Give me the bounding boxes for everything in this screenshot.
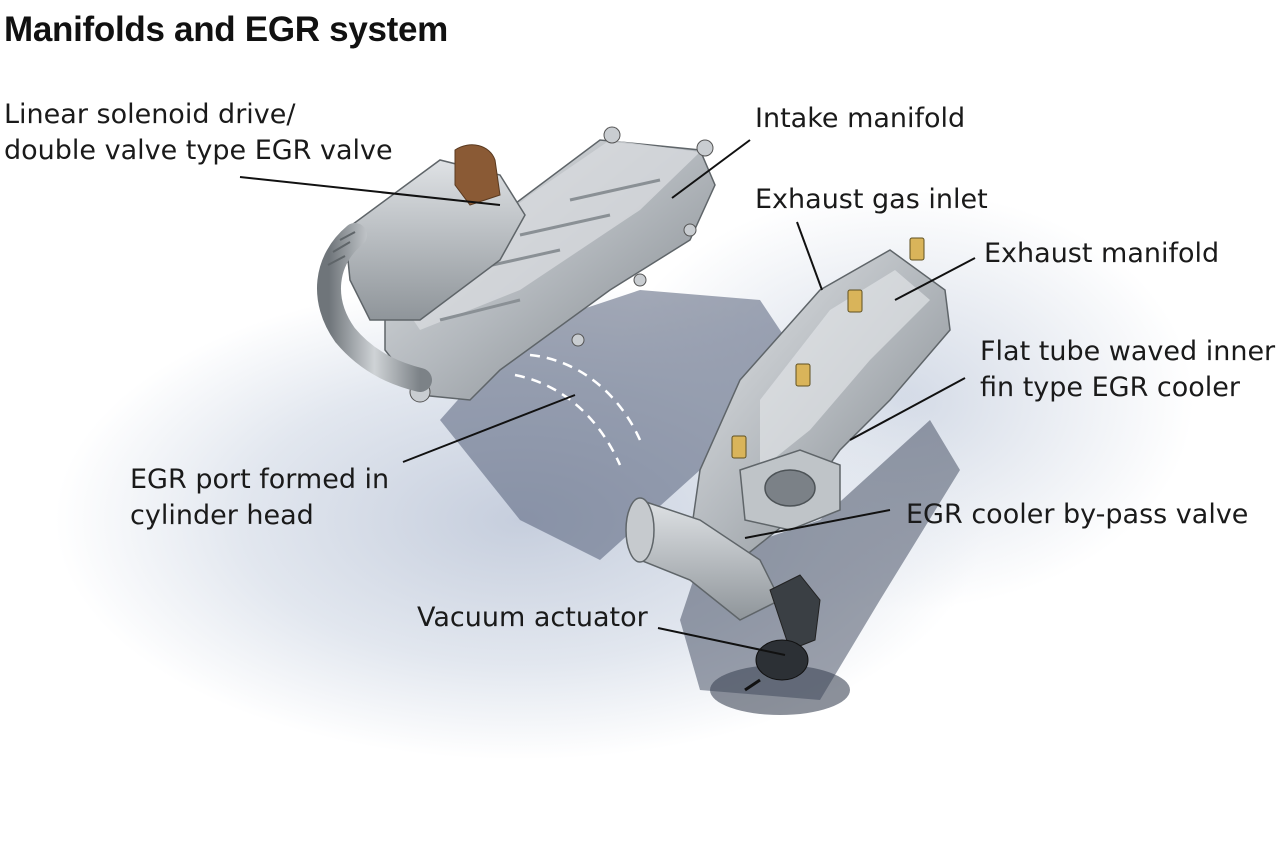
label-vacuum-actuator: Vacuum actuator [417, 602, 648, 633]
exhaust-shadow [680, 420, 960, 700]
page-title: Manifolds and EGR system [4, 10, 449, 49]
label-exhaust-gas-inlet: Exhaust gas inlet [755, 184, 988, 215]
intake-bolts [409, 126, 714, 403]
egr-pipe-bellows [327, 231, 356, 266]
leader-exhaust-gas-inlet [796, 221, 823, 291]
label-egr-port-line2: cylinder head [130, 500, 314, 531]
egr-port-dashed-outer [529, 353, 642, 441]
exhaust-outlet-end [625, 497, 655, 563]
egr-port-dashed-inner [514, 373, 622, 466]
label-egr-valve: Linear solenoid drive/ double valve type… [4, 97, 393, 169]
label-egr-port-line1: EGR port formed in [130, 464, 390, 495]
shadow-group [440, 290, 960, 715]
label-egr-cooler: Flat tube waved inner fin type EGR coole… [980, 334, 1275, 406]
intake-manifold-illustration [317, 126, 716, 466]
label-exhaust-manifold: Exhaust manifold [984, 238, 1220, 269]
exhaust-studs [731, 237, 925, 459]
leader-lines [239, 139, 976, 656]
label-intake-manifold: Intake manifold [755, 103, 966, 134]
label-egr-valve-line2: double valve type EGR valve [4, 135, 393, 166]
actuator-rod [744, 678, 761, 692]
leader-bypass-valve [744, 509, 891, 539]
leader-egr-valve [239, 176, 501, 206]
egr-valve-solenoid-cap [454, 144, 501, 206]
actuator-shadow [710, 665, 850, 715]
exhaust-cooler-highlight [760, 270, 930, 470]
egr-pipe [317, 223, 432, 392]
exhaust-manifold-illustration [625, 237, 951, 692]
leader-egr-port [402, 394, 576, 463]
label-egr-cooler-line1: Flat tube waved inner [980, 336, 1276, 367]
leader-exhaust-manifold [894, 257, 976, 301]
intake-shadow [440, 290, 800, 560]
label-bypass-valve: EGR cooler by-pass valve [906, 499, 1249, 530]
leader-egr-cooler [849, 377, 966, 441]
exhaust-outlet-pipe [639, 498, 782, 621]
exhaust-flange-opening [764, 469, 816, 507]
label-egr-valve-line1: Linear solenoid drive/ [4, 99, 296, 130]
label-egr-cooler-line2: fin type EGR cooler [980, 372, 1241, 403]
leader-vacuum-actuator [657, 627, 786, 656]
actuator-canister [755, 639, 809, 681]
label-egr-port: EGR port formed in cylinder head [130, 462, 389, 534]
leader-intake-manifold [671, 139, 751, 199]
